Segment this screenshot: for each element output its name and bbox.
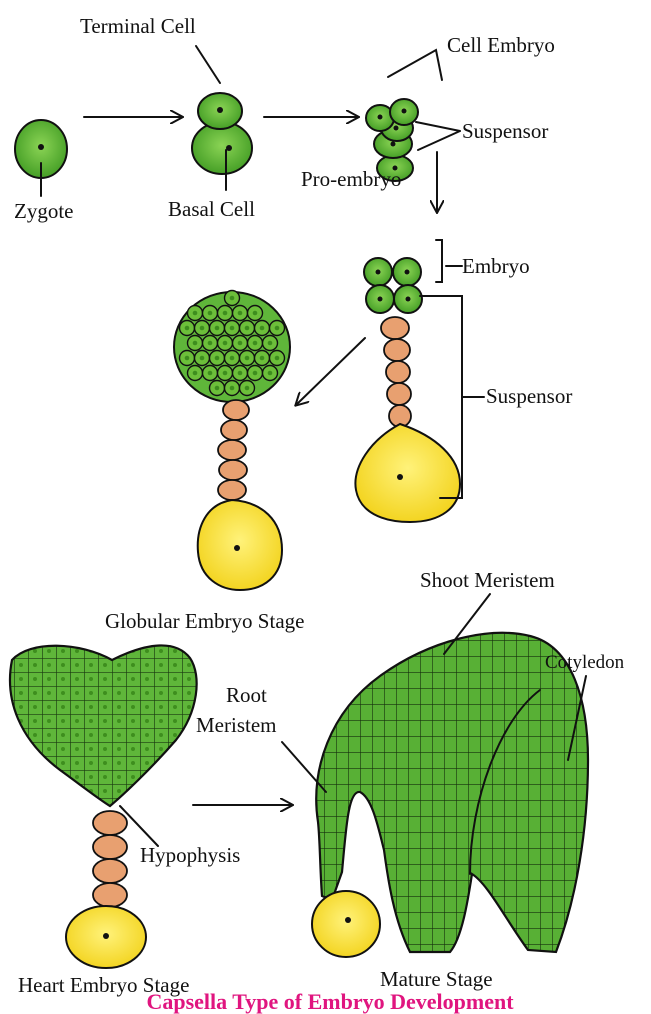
globular-cell-nucleus [253, 341, 258, 346]
globular-cell-nucleus [245, 356, 250, 361]
hypophysis-label: Hypophysis [140, 843, 240, 867]
globular-cell-nucleus [230, 326, 235, 331]
globular-cell-nucleus [260, 356, 265, 361]
embryo-bracket [436, 240, 442, 282]
suspensor-mid-label: Suspensor [486, 384, 572, 408]
globular-cell-nucleus [245, 386, 250, 391]
heart-embryo-head [10, 645, 197, 806]
globular-cell-nucleus [185, 356, 190, 361]
cell-embryo-leader [388, 50, 442, 80]
shoot-meristem-label: Shoot Meristem [420, 568, 555, 592]
figure-title: Capsella Type of Embryo Development [146, 989, 514, 1014]
root-label: Root [226, 683, 267, 707]
suspensor-top-leader [416, 122, 460, 150]
mature-stage-label: Mature Stage [380, 967, 493, 991]
globular-basal-cell [198, 500, 282, 590]
globular-cell-nucleus [238, 341, 243, 346]
zygote-label: Zygote [14, 199, 73, 223]
globular-cell-nucleus [215, 356, 220, 361]
pro-embryo-label: Pro-embryo [301, 167, 401, 191]
meristem-label: Meristem [196, 713, 276, 737]
globular-cell-nucleus [223, 371, 228, 376]
globular-cell-nucleus [268, 371, 273, 376]
globular-cell-nucleus [245, 326, 250, 331]
globular-cell-nucleus [260, 326, 265, 331]
arrow-to-globular [296, 338, 365, 405]
globular-cell-nucleus [185, 326, 190, 331]
embryo-label: Embryo [462, 254, 530, 278]
globular-cell-nucleus [223, 311, 228, 316]
globular-cell-nucleus [268, 341, 273, 346]
globular-cell-nucleus [253, 311, 258, 316]
globular-cell-nucleus [230, 296, 235, 301]
globular-cell-nucleus [238, 371, 243, 376]
globular-cell-nucleus [193, 341, 198, 346]
globular-cell-nucleus [208, 311, 213, 316]
octant-basal-cell [355, 424, 460, 522]
two-cell-stage [192, 93, 252, 174]
globular-cell-nucleus [208, 341, 213, 346]
octant-suspensor-chain [381, 317, 411, 427]
globular-cell-nucleus [193, 371, 198, 376]
cotyledon-label: Cotyledon [545, 652, 625, 673]
heart-suspensor-chain [93, 811, 127, 907]
globular-cell-nucleus [200, 356, 205, 361]
globular-stage-label: Globular Embryo Stage [105, 609, 304, 633]
suspensor-top-label: Suspensor [462, 119, 548, 143]
globular-cell-nucleus [200, 326, 205, 331]
octant-embryo [364, 258, 422, 313]
globular-cell-nucleus [238, 311, 243, 316]
globular-cell-nucleus [275, 326, 280, 331]
terminal-cell-label: Terminal Cell [80, 14, 196, 38]
mature-basal-cell [312, 891, 380, 957]
globular-cell-nucleus [215, 386, 220, 391]
globular-cell-nucleus [275, 356, 280, 361]
globular-cell-nucleus [208, 371, 213, 376]
globular-cell-nucleus [253, 371, 258, 376]
globular-cell-nucleus [230, 386, 235, 391]
globular-embryo-head [174, 291, 290, 403]
terminal-cell-leader [196, 46, 220, 83]
globular-cell-nucleus [223, 341, 228, 346]
globular-cell-nucleus [193, 311, 198, 316]
globular-suspensor-chain [218, 400, 249, 500]
basal-cell-label: Basal Cell [168, 197, 255, 221]
cell-embryo-label: Cell Embryo [447, 33, 555, 57]
globular-cell-nucleus [215, 326, 220, 331]
globular-cell-nucleus [230, 356, 235, 361]
